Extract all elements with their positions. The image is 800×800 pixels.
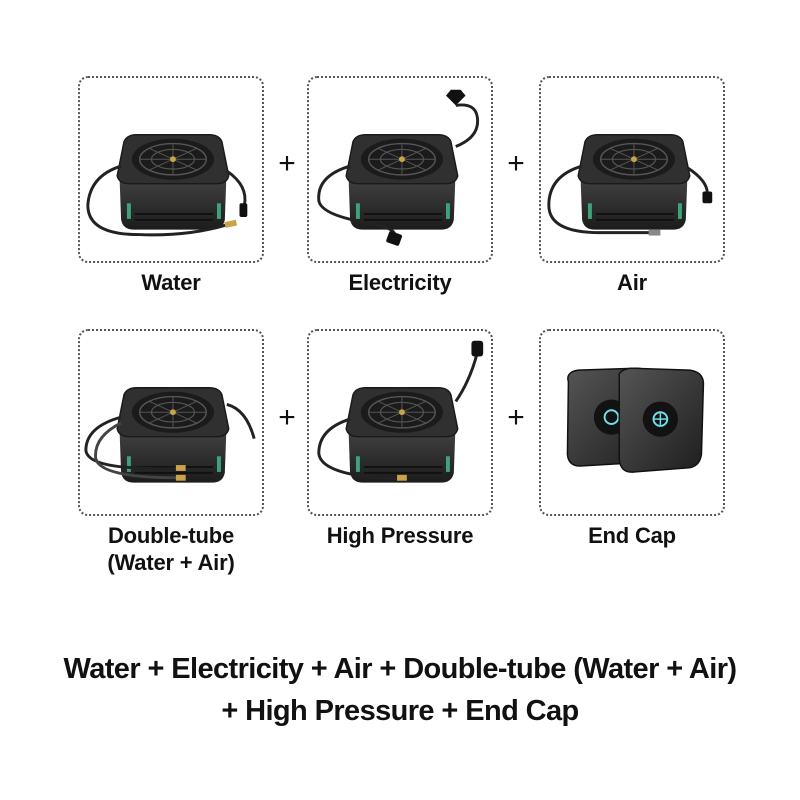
summary-line-2: + High Pressure + End Cap: [221, 695, 579, 727]
product-card-double-tube[interactable]: [78, 329, 264, 516]
hose-reel-air-icon: [547, 134, 713, 236]
item-label-double-tube-line2: (Water + Air): [107, 550, 235, 575]
product-card-air[interactable]: [539, 76, 725, 263]
cable-reel-electricity-icon: [317, 89, 480, 246]
product-card-water[interactable]: [78, 76, 264, 263]
hose-reel-high-pressure-icon: [317, 340, 484, 484]
product-card-end-cap[interactable]: [539, 329, 725, 516]
hose-reel-double-tube-icon: [84, 387, 256, 484]
plus-sign: +: [278, 147, 296, 180]
plus-sign: +: [507, 401, 525, 434]
summary-line-1: Water + Electricity + Air + Double-tube …: [63, 653, 738, 685]
plus-sign: +: [278, 401, 296, 434]
item-label-air: Air: [617, 270, 647, 295]
item-label-end-cap: End Cap: [588, 523, 676, 548]
end-cap-icon: [566, 367, 705, 473]
item-label-water: Water: [141, 270, 201, 295]
product-card-high-pressure[interactable]: [307, 329, 493, 516]
hose-reel-water-icon: [86, 134, 248, 237]
item-label-high-pressure: High Pressure: [326, 523, 474, 548]
item-label-double-tube-line1: Double-tube: [107, 523, 235, 548]
plus-sign: +: [507, 147, 525, 180]
item-label-electricity: Electricity: [348, 270, 452, 295]
item-label-double-tube: Double-tube (Water + Air): [78, 522, 264, 576]
product-card-electricity[interactable]: [307, 76, 493, 263]
